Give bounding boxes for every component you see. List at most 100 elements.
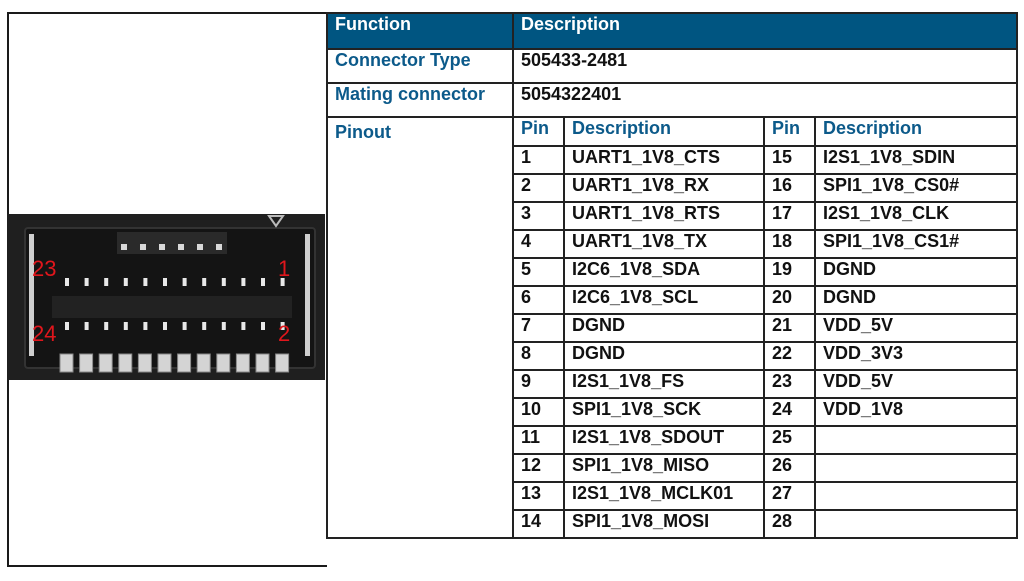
pin-description: SPI1_1V8_MISO [563, 453, 765, 483]
pin-description: VDD_5V [814, 369, 1016, 399]
pin-description [814, 509, 1016, 537]
pin-description: DGND [814, 285, 1016, 315]
pin-description: UART1_1V8_TX [563, 229, 765, 259]
connector-pin [221, 278, 226, 286]
connector-pin [241, 278, 246, 286]
connector-pin [143, 322, 148, 330]
pin-number: 7 [514, 313, 565, 343]
pin-number: 23 [763, 369, 816, 399]
mating-connector-value: 5054322401 [512, 82, 1018, 118]
pin-number: 3 [514, 201, 565, 231]
pin-description: I2C6_1V8_SDA [563, 257, 765, 287]
pin-number: 11 [514, 425, 565, 455]
connector-pin [123, 322, 128, 330]
pin-number: 8 [514, 341, 565, 371]
pin-description: SPI1_1V8_CS0# [814, 173, 1016, 203]
pin-number: 15 [763, 145, 816, 175]
pin-description: I2S1_1V8_CLK [814, 201, 1016, 231]
pinout-header-row: Pin Description Pin Description [514, 118, 1016, 147]
pin-description: DGND [814, 257, 1016, 287]
pin-number: 14 [514, 509, 565, 537]
pin-number: 28 [763, 509, 816, 537]
connector-type-label: Connector Type [326, 48, 514, 84]
table-row: Mating connector 5054322401 [326, 82, 1018, 118]
connector-pin [261, 278, 265, 286]
pin-description: I2S1_1V8_FS [563, 369, 765, 399]
pin-number: 10 [514, 397, 565, 427]
header-description: Description [512, 12, 1018, 50]
connector-pin [137, 353, 152, 373]
connector-pin [177, 353, 192, 373]
connector-pin [157, 353, 172, 373]
connector-pin [121, 244, 127, 250]
pin-label-23: 23 [32, 256, 56, 281]
pin-description: UART1_1V8_RTS [563, 201, 765, 231]
pin-number: 25 [763, 425, 816, 455]
pin-number: 13 [514, 481, 565, 511]
pin-description: SPI1_1V8_MOSI [563, 509, 765, 537]
pin-number: 20 [763, 285, 816, 315]
pin-label-24: 24 [32, 321, 56, 346]
connector-pin [104, 322, 109, 330]
pin-description: UART1_1V8_RX [563, 173, 765, 203]
pin-description: I2S1_1V8_SDIN [814, 145, 1016, 175]
pin-description: DGND [563, 341, 765, 371]
connector-pin [59, 353, 74, 373]
connector-pin [84, 278, 89, 286]
connector-illustration: 23 1 24 2 [7, 214, 325, 380]
pin-number: 5 [514, 257, 565, 287]
pin-description: DGND [563, 313, 765, 343]
pin-number: 4 [514, 229, 565, 259]
connector-pin [202, 278, 207, 286]
pinout-col-pin-b: Pin [763, 118, 816, 147]
pin-description: SPI1_1V8_CS1# [814, 229, 1016, 259]
pin-label-2: 2 [278, 321, 290, 346]
pinout-label: Pinout [326, 116, 514, 539]
connector-pin [182, 278, 187, 286]
pin-description: I2C6_1V8_SCL [563, 285, 765, 315]
connector-pin [235, 353, 250, 373]
connector-pin [104, 278, 109, 286]
pin-number: 18 [763, 229, 816, 259]
pin-label-1: 1 [278, 256, 290, 281]
header-function: Function [326, 12, 514, 50]
pin-description [814, 453, 1016, 483]
table-row: Connector Type 505433-2481 [326, 48, 1018, 84]
pin-number: 24 [763, 397, 816, 427]
connector-pin [163, 278, 167, 286]
pin-number: 9 [514, 369, 565, 399]
pin-number: 26 [763, 453, 816, 483]
connector-spec-table: Function Description Connector Type 5054… [326, 12, 1018, 539]
connector-pin [241, 322, 246, 330]
connector-pin [275, 353, 290, 373]
connector-pin [65, 278, 69, 286]
pin-number: 16 [763, 173, 816, 203]
pin-number: 27 [763, 481, 816, 511]
pinout-col-desc-a: Description [563, 118, 765, 147]
connector-pin [143, 278, 148, 286]
pin-number: 21 [763, 313, 816, 343]
pin-description [814, 425, 1016, 455]
pin-number: 2 [514, 173, 565, 203]
connector-pin [221, 322, 226, 330]
pin-description: VDD_1V8 [814, 397, 1016, 427]
connector-pin [202, 322, 207, 330]
mating-connector-label: Mating connector [326, 82, 514, 118]
connector-pin [163, 322, 167, 330]
pin-description: VDD_3V3 [814, 341, 1016, 371]
pinout-row: Pinout Pin Description Pin Description 1… [326, 116, 1018, 539]
pin-number: 19 [763, 257, 816, 287]
connector-pin [216, 353, 231, 373]
